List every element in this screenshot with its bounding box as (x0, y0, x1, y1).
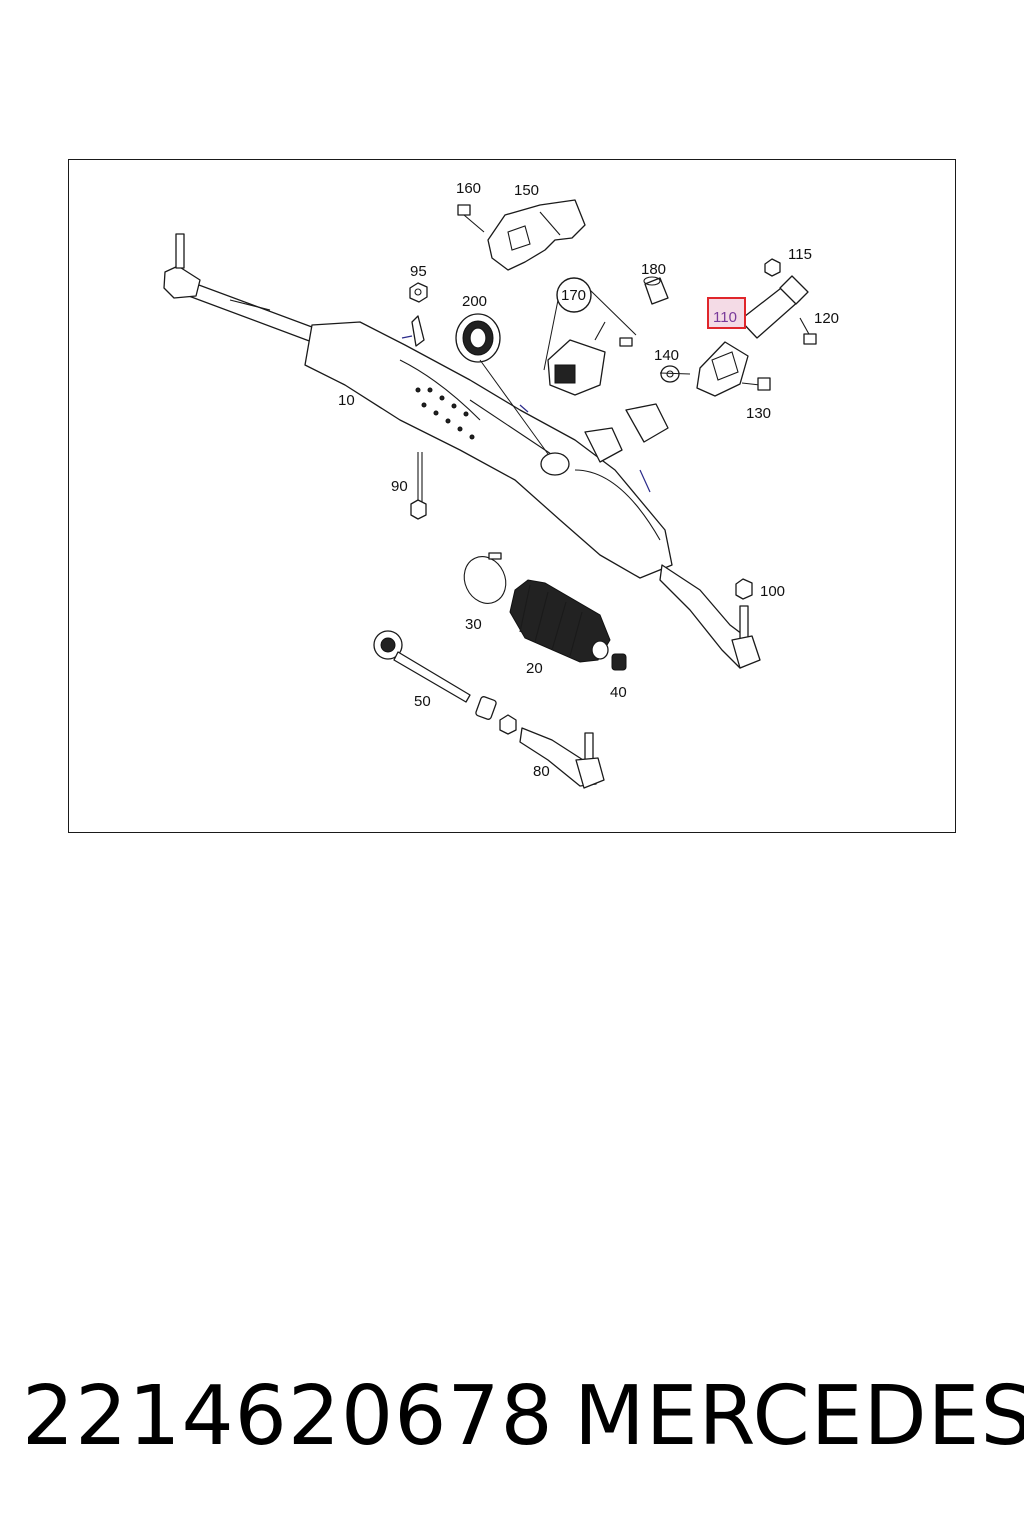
part-10-steering-rack (163, 233, 761, 669)
part-115-nut (764, 258, 781, 277)
part-40-clip (611, 653, 627, 671)
callout-20: 20 (526, 660, 543, 677)
part-120-bolt (799, 317, 817, 345)
callout-170: 170 (561, 287, 586, 304)
callout-140: 140 (654, 347, 679, 364)
callout-150: 150 (514, 182, 539, 199)
brand-name: MERCEDES (574, 1369, 1024, 1464)
part-200-grommet (455, 313, 501, 363)
callout-160: 160 (456, 180, 481, 197)
callout-110: 110 (713, 309, 737, 326)
callout-10: 10 (338, 392, 355, 409)
part-170-assembly (543, 289, 637, 396)
part-95-nut (409, 282, 428, 303)
callout-115: 115 (788, 246, 812, 263)
callout-100: 100 (760, 583, 785, 600)
callout-40: 40 (610, 684, 627, 701)
part-80-outer-tie-rod-end (519, 727, 605, 789)
part-90-bolt (410, 452, 427, 520)
part-50-inner-tie-rod (373, 630, 517, 735)
part-180-sleeve (643, 276, 669, 305)
callout-130: 130 (746, 405, 771, 422)
part-110-shaft (696, 275, 809, 397)
callout-90: 90 (391, 478, 408, 495)
part-100-nut (735, 578, 753, 600)
part-20-bellows (509, 579, 611, 663)
part-30-clamp (463, 552, 507, 604)
part-number: 2214620678 (22, 1369, 554, 1464)
callout-95: 95 (410, 263, 427, 280)
callout-120: 120 (814, 310, 839, 327)
callout-180: 180 (641, 261, 666, 278)
callout-110-highlight (707, 297, 746, 329)
part-130-bolt (741, 377, 771, 391)
callout-50: 50 (414, 693, 431, 710)
callout-30: 30 (465, 616, 482, 633)
callout-80: 80 (533, 763, 550, 780)
footer: 2214620678 MERCEDES (0, 1362, 1024, 1472)
callout-200: 200 (462, 293, 487, 310)
callout-170-circle: 170 (556, 277, 592, 313)
part-150-cover (487, 199, 586, 271)
part-160-bolt (457, 204, 485, 233)
